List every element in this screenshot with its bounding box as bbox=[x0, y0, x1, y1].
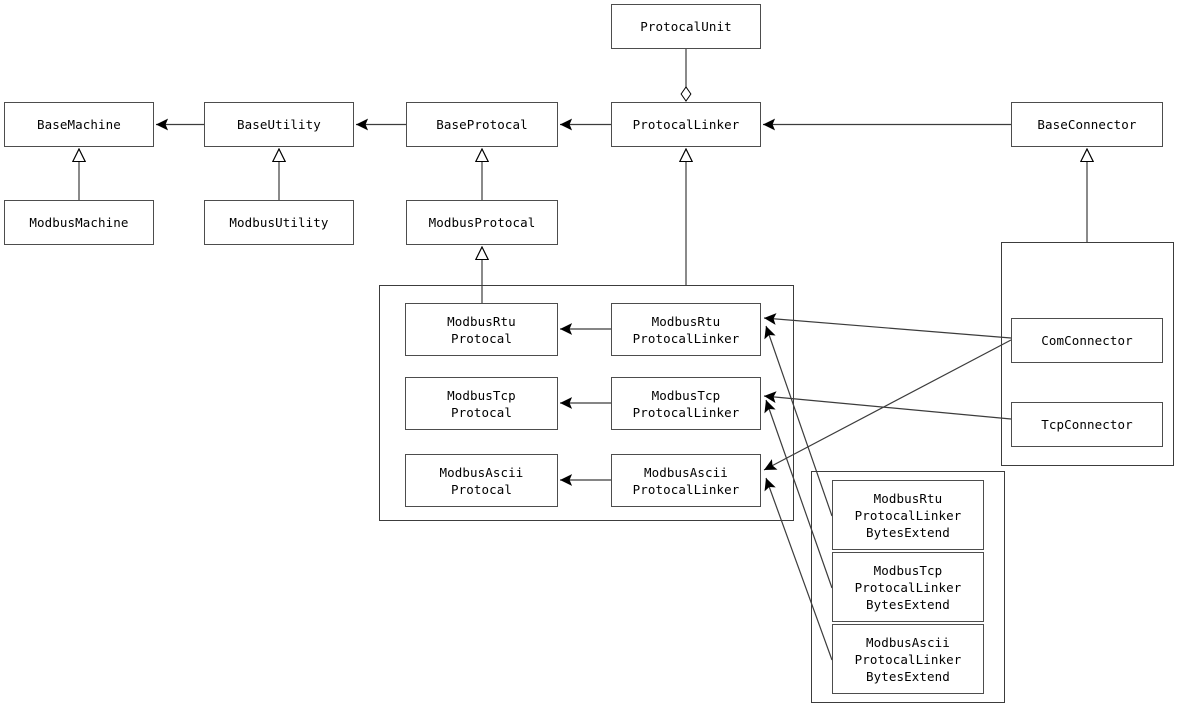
class-modbus-tcp-protocal-linker[interactable]: ModbusTcp ProtocalLinker bbox=[611, 377, 761, 430]
class-base-connector[interactable]: BaseConnector bbox=[1011, 102, 1163, 147]
class-modbus-rtu-linker-bytes-extend-label: ModbusRtu ProtocalLinker BytesExtend bbox=[854, 490, 962, 540]
edge-tcp-connector-to-tcp-linker bbox=[763, 391, 1012, 420]
class-base-utility-label: BaseUtility bbox=[237, 117, 321, 132]
class-base-connector-label: BaseConnector bbox=[1037, 117, 1137, 132]
class-modbus-rtu-protocal-linker[interactable]: ModbusRtu ProtocalLinker bbox=[611, 303, 761, 356]
class-modbus-rtu-linker-bytes-extend[interactable]: ModbusRtu ProtocalLinker BytesExtend bbox=[832, 480, 984, 550]
class-base-protocal[interactable]: BaseProtocal bbox=[406, 102, 558, 147]
class-modbus-ascii-protocal[interactable]: ModbusAscii Protocal bbox=[405, 454, 558, 507]
class-protocal-unit-label: ProtocalUnit bbox=[640, 19, 732, 34]
edge-com-connector-to-rtu-linker bbox=[763, 313, 1012, 339]
class-protocal-unit[interactable]: ProtocalUnit bbox=[611, 4, 761, 49]
class-protocal-linker[interactable]: ProtocalLinker bbox=[611, 102, 761, 147]
class-base-machine-label: BaseMachine bbox=[37, 117, 121, 132]
class-modbus-protocal[interactable]: ModbusProtocal bbox=[406, 200, 558, 245]
class-modbus-machine-label: ModbusMachine bbox=[29, 215, 129, 230]
class-com-connector[interactable]: ComConnector bbox=[1011, 318, 1163, 363]
class-modbus-protocal-label: ModbusProtocal bbox=[428, 215, 536, 230]
class-modbus-rtu-protocal[interactable]: ModbusRtu Protocal bbox=[405, 303, 558, 356]
class-modbus-rtu-protocal-label: ModbusRtu Protocal bbox=[447, 313, 516, 346]
class-modbus-ascii-protocal-linker[interactable]: ModbusAscii ProtocalLinker bbox=[611, 454, 761, 507]
class-base-protocal-label: BaseProtocal bbox=[436, 117, 528, 132]
class-modbus-tcp-linker-bytes-extend[interactable]: ModbusTcp ProtocalLinker BytesExtend bbox=[832, 552, 984, 622]
class-modbus-ascii-protocal-linker-label: ModbusAscii ProtocalLinker bbox=[632, 464, 740, 497]
class-modbus-rtu-protocal-linker-label: ModbusRtu ProtocalLinker bbox=[632, 313, 740, 346]
class-modbus-ascii-protocal-label: ModbusAscii Protocal bbox=[439, 464, 524, 497]
class-base-utility[interactable]: BaseUtility bbox=[204, 102, 354, 147]
class-base-machine[interactable]: BaseMachine bbox=[4, 102, 154, 147]
edge-com-connector-to-ascii-linker bbox=[763, 339, 1012, 471]
class-protocal-linker-label: ProtocalLinker bbox=[632, 117, 740, 132]
class-tcp-connector[interactable]: TcpConnector bbox=[1011, 402, 1163, 447]
class-modbus-ascii-linker-bytes-extend-label: ModbusAscii ProtocalLinker BytesExtend bbox=[854, 634, 962, 684]
class-modbus-machine[interactable]: ModbusMachine bbox=[4, 200, 154, 245]
class-modbus-ascii-linker-bytes-extend[interactable]: ModbusAscii ProtocalLinker BytesExtend bbox=[832, 624, 984, 694]
class-modbus-tcp-linker-bytes-extend-label: ModbusTcp ProtocalLinker BytesExtend bbox=[854, 562, 962, 612]
class-modbus-utility[interactable]: ModbusUtility bbox=[204, 200, 354, 245]
class-modbus-tcp-protocal[interactable]: ModbusTcp Protocal bbox=[405, 377, 558, 430]
class-modbus-tcp-protocal-linker-label: ModbusTcp ProtocalLinker bbox=[632, 387, 740, 420]
class-modbus-utility-label: ModbusUtility bbox=[229, 215, 329, 230]
class-com-connector-label: ComConnector bbox=[1041, 333, 1133, 348]
class-tcp-connector-label: TcpConnector bbox=[1041, 417, 1133, 432]
class-modbus-tcp-protocal-label: ModbusTcp Protocal bbox=[447, 387, 516, 420]
